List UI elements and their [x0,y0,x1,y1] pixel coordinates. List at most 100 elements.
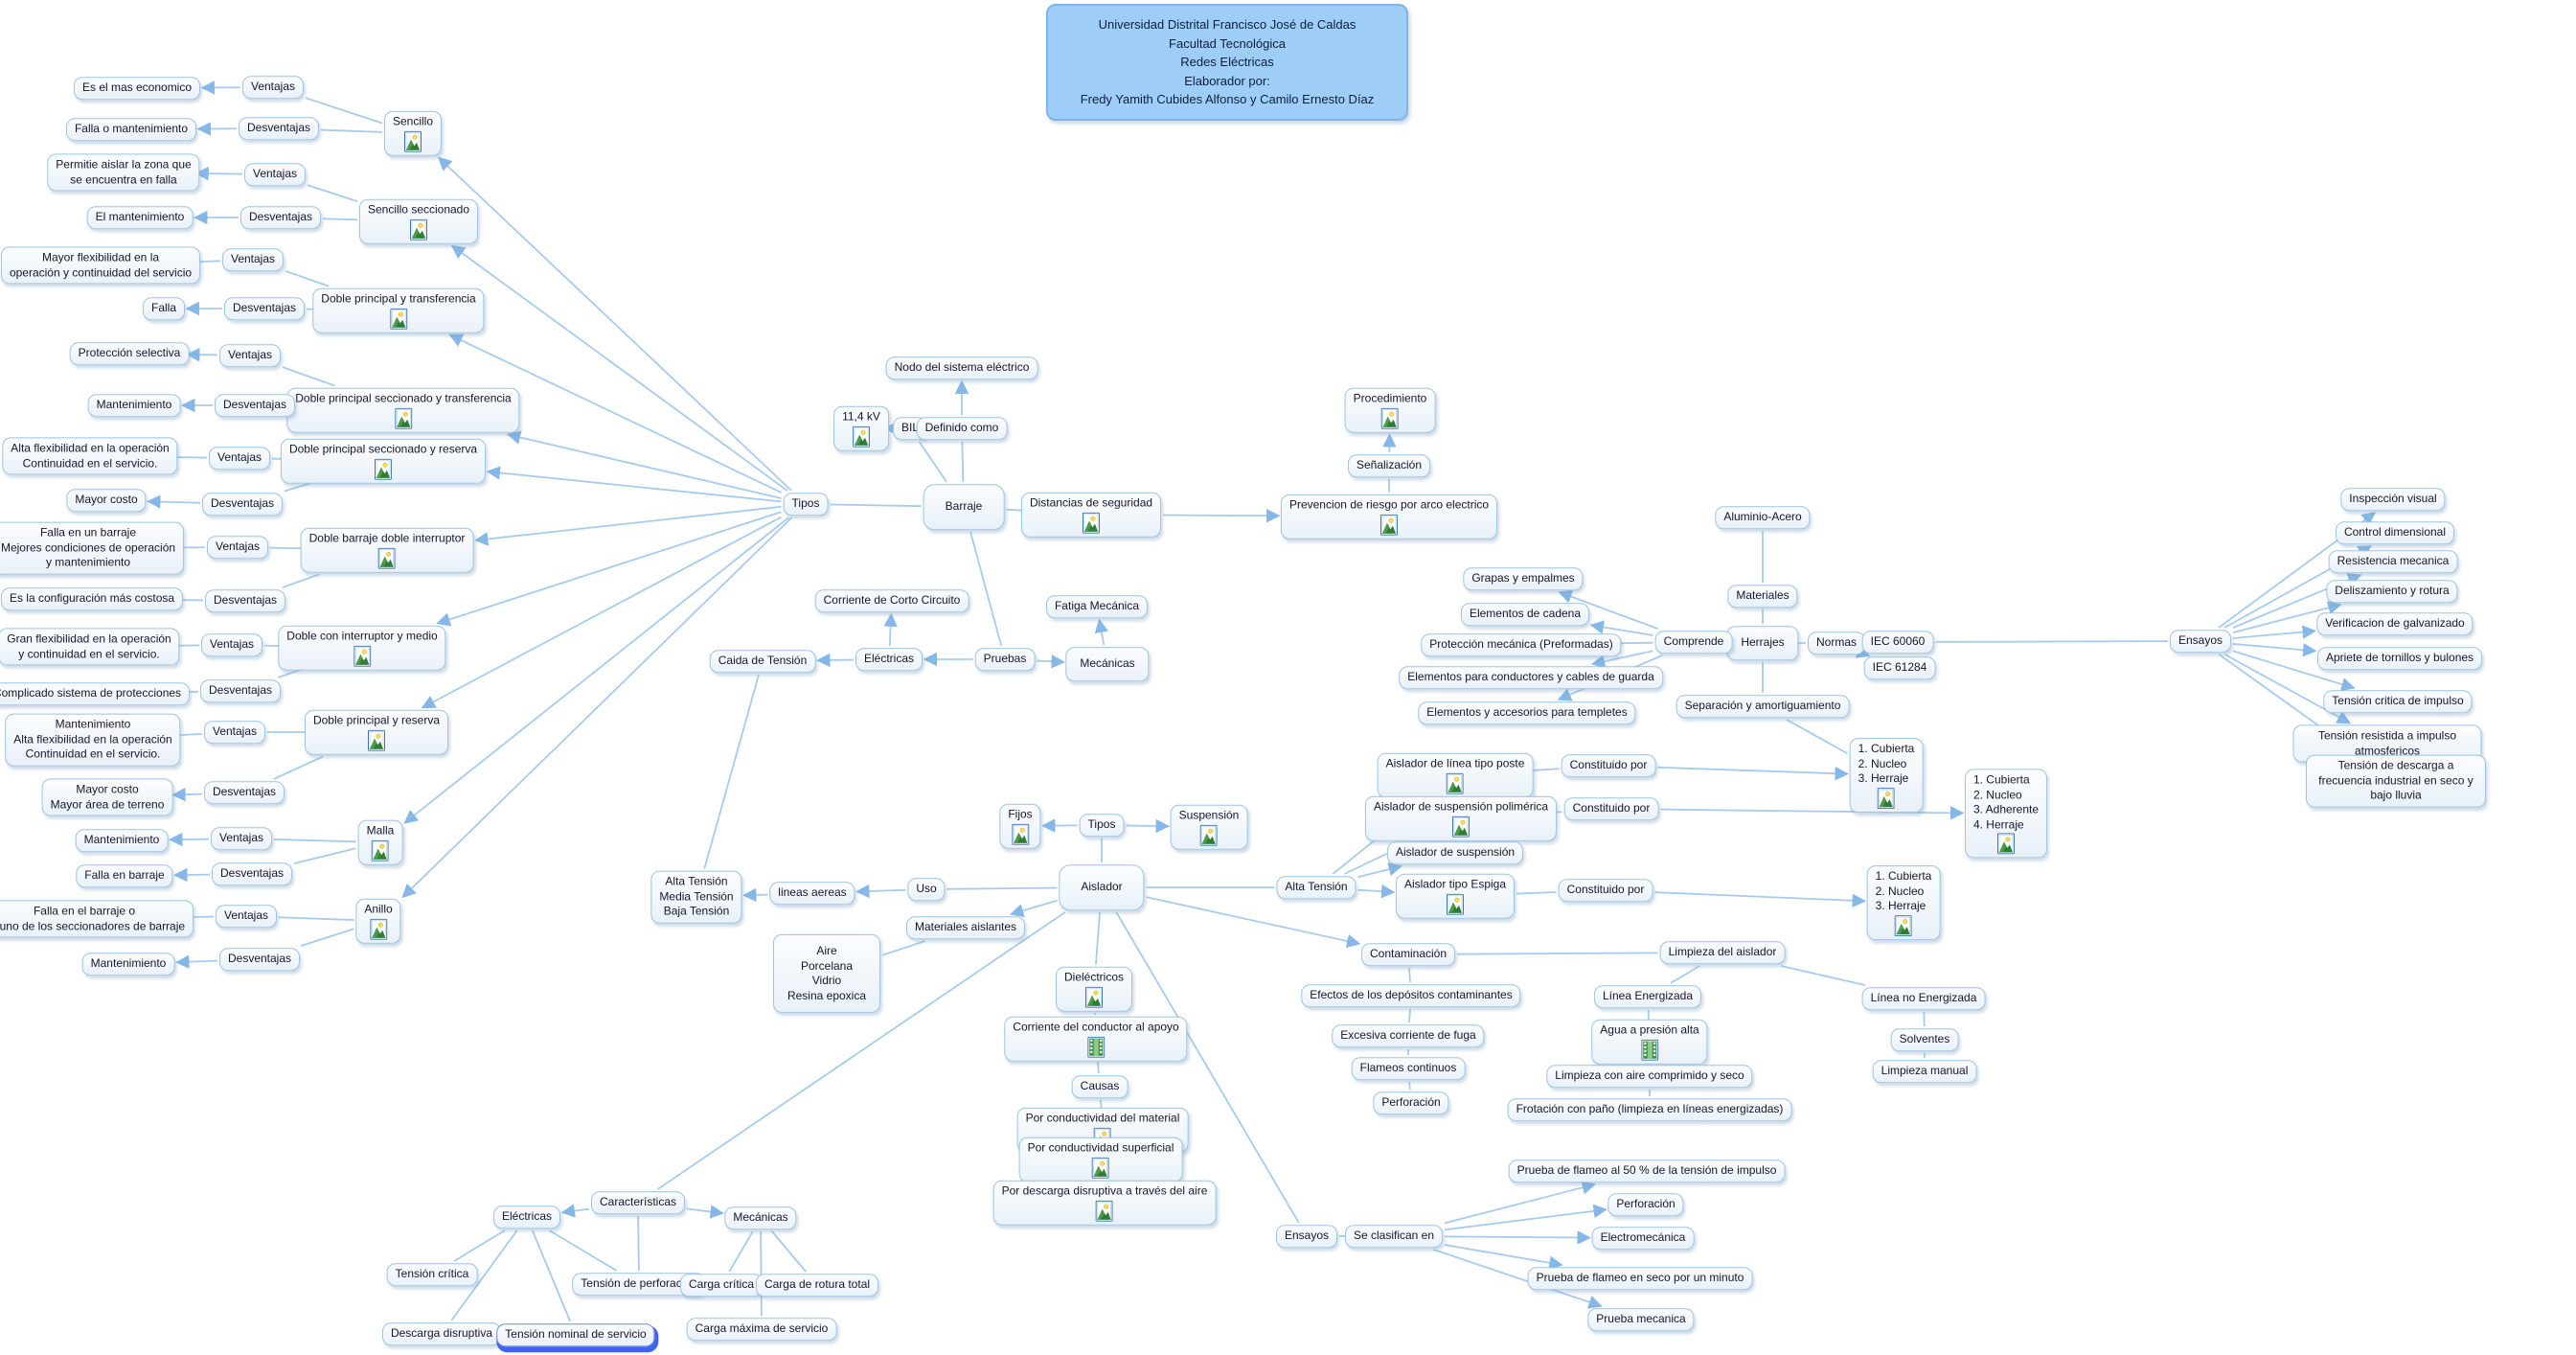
node-iec2[interactable]: IEC 61284 [1863,656,1936,679]
node-dpsr[interactable]: Doble principal seccionado y reserva [280,438,487,484]
node-cp2[interactable]: Constituido por [1563,797,1659,820]
node-adv2[interactable]: Permitie aislar la zona que se encuentra… [47,153,200,192]
node-d5[interactable]: Desventajas [201,493,284,516]
image-resource-icon[interactable] [1012,823,1029,845]
node-tnom[interactable]: Tensión nominal de servicio [496,1323,655,1346]
node-malla[interactable]: Malla [357,819,403,865]
image-resource-icon[interactable] [1200,824,1218,846]
node-d6[interactable]: Desventajas [204,589,286,612]
node-ddisr[interactable]: Descarga disruptiva [381,1322,502,1345]
node-caida[interactable]: Caida de Tensión [709,650,816,673]
image-resource-icon[interactable] [1446,772,1464,794]
node-adv7[interactable]: Gran flexibilidad en la operación y cont… [0,628,180,666]
image-resource-icon[interactable] [374,458,392,480]
node-tcrit[interactable]: Tensión crítica [386,1263,478,1286]
node-tipos2[interactable]: Tipos [1079,814,1125,837]
image-resource-icon[interactable] [1084,986,1103,1008]
node-dis2[interactable]: El mantenimiento [86,206,194,229]
node-elec1[interactable]: Eléctricas [855,648,923,671]
node-cca[interactable]: Corriente del conductor al apoyo [1004,1016,1188,1062]
node-normas[interactable]: Normas [1807,632,1866,655]
node-dpt[interactable]: Doble principal y transferencia [312,287,485,333]
node-dpst[interactable]: Doble principal seccionado y transferenc… [286,387,520,433]
node-kv[interactable]: 11,4 kV [833,405,889,451]
node-mataisl[interactable]: Materiales aislantes [905,916,1026,939]
image-resource-icon[interactable] [395,407,412,429]
video-resource-icon[interactable] [1087,1036,1105,1058]
node-adv5[interactable]: Alta flexibilidad en la operación Contin… [2,437,178,475]
image-resource-icon[interactable] [404,130,422,152]
node-d2[interactable]: Desventajas [239,206,322,229]
node-proc[interactable]: Procedimiento [1344,387,1436,433]
node-sencsecc[interactable]: Sencillo seccionado [358,198,479,244]
node-flameos[interactable]: Flameos continuos [1351,1057,1466,1080]
image-resource-icon[interactable] [1092,1157,1109,1179]
node-limpaisl[interactable]: Limpieza del aislador [1659,941,1786,964]
node-d9[interactable]: Desventajas [211,862,293,885]
node-v6[interactable]: Ventajas [206,536,269,559]
node-alp[interactable]: Aislador de línea tipo poste [1377,752,1534,798]
node-tipos1[interactable]: Tipos [783,493,829,516]
node-anillo[interactable]: Anillo [355,898,401,944]
node-espiga[interactable]: Aislador tipo Espiga [1395,873,1516,919]
node-solv[interactable]: Solventes [1890,1028,1959,1051]
node-adv6[interactable]: Falla en un barraje Mejores condiciones … [0,521,185,575]
image-resource-icon[interactable] [1381,407,1399,429]
node-iec1[interactable]: IEC 60060 [1861,631,1934,654]
node-v3[interactable]: Ventajas [221,248,285,271]
node-cp1[interactable]: Constituido por [1561,754,1656,777]
node-sencillo[interactable]: Sencillo [383,110,443,156]
node-p5[interactable]: Prueba mecanica [1587,1308,1695,1331]
image-resource-icon[interactable] [389,308,407,330]
node-scl[interactable]: Se clasifican en [1344,1225,1444,1248]
node-ccc[interactable]: Corriente de Corto Circuito [814,589,969,612]
node-v2[interactable]: Ventajas [243,163,307,186]
node-prev[interactable]: Prevencion de riesgo por arco electrico [1280,494,1498,540]
node-carac[interactable]: Características [590,1191,686,1214]
node-grapas[interactable]: Grapas y empalmes [1463,567,1584,590]
image-resource-icon[interactable] [409,218,427,241]
image-resource-icon[interactable] [1894,914,1912,936]
node-e3[interactable]: Resistencia mecanica [2328,550,2458,573]
node-elec2[interactable]: Eléctricas [492,1206,561,1229]
node-pdda[interactable]: Por descarga disruptiva a través del air… [992,1180,1217,1226]
node-e2[interactable]: Control dimensional [2335,521,2455,544]
image-resource-icon[interactable] [1997,833,2015,855]
node-airebox[interactable]: Aire Porcelana Vidrio Resina epoxica [772,933,881,1014]
node-nodo[interactable]: Nodo del sistema eléctrico [885,356,1038,379]
node-uso[interactable]: Uso [907,878,946,901]
image-resource-icon[interactable] [369,918,387,940]
image-resource-icon[interactable] [1082,512,1100,534]
node-v1[interactable]: Ventajas [241,76,305,99]
node-v10[interactable]: Ventajas [215,905,278,928]
node-lener[interactable]: Línea Energizada [1593,985,1702,1008]
node-e5[interactable]: Verificacion de galvanizado [2316,612,2473,635]
node-e9[interactable]: Tensión de descarga a frecuencia industr… [2306,754,2486,808]
image-resource-icon[interactable] [1447,893,1464,915]
image-resource-icon[interactable] [353,645,371,667]
node-e7[interactable]: Tensión critica de impulso [2323,690,2473,713]
node-dis6[interactable]: Es la configuración más costosa [0,587,184,610]
node-dis10[interactable]: Mantenimiento [81,953,175,976]
node-pcs[interactable]: Por conductividad superficial [1018,1137,1183,1183]
node-fatiga[interactable]: Fatiga Mecánica [1045,595,1149,618]
node-pruebas[interactable]: Pruebas [974,648,1036,671]
node-p3[interactable]: Electromecánica [1591,1227,1695,1250]
node-frot[interactable]: Frotación con paño (limpieza en líneas e… [1507,1098,1792,1121]
image-resource-icon[interactable] [372,839,389,861]
node-diel[interactable]: Dieléctricos [1055,966,1133,1012]
video-resource-icon[interactable] [1641,1039,1658,1061]
node-excesiva[interactable]: Excesiva corriente de fuga [1332,1024,1485,1047]
node-cp3[interactable]: Constituido por [1558,879,1653,902]
node-defcomo[interactable]: Definido como [916,417,1008,440]
node-dbdi[interactable]: Doble barraje doble interruptor [300,527,474,573]
node-asp[interactable]: Aislador de suspensión polimérica [1364,795,1558,841]
node-adv9[interactable]: Mantenimiento [75,829,169,852]
node-lnener[interactable]: Línea no Energizada [1861,987,1986,1010]
node-barraje[interactable]: Barraje [923,484,1005,530]
node-crot[interactable]: Carga de rotura total [755,1274,879,1297]
node-p1[interactable]: Prueba de flameo al 50 % de la tensión d… [1508,1160,1786,1183]
node-elemtem[interactable]: Elementos y accesorios para templetes [1418,701,1636,724]
node-elemcad[interactable]: Elementos de cadena [1460,603,1590,626]
node-herrajes[interactable]: Herrajes [1726,626,1799,660]
